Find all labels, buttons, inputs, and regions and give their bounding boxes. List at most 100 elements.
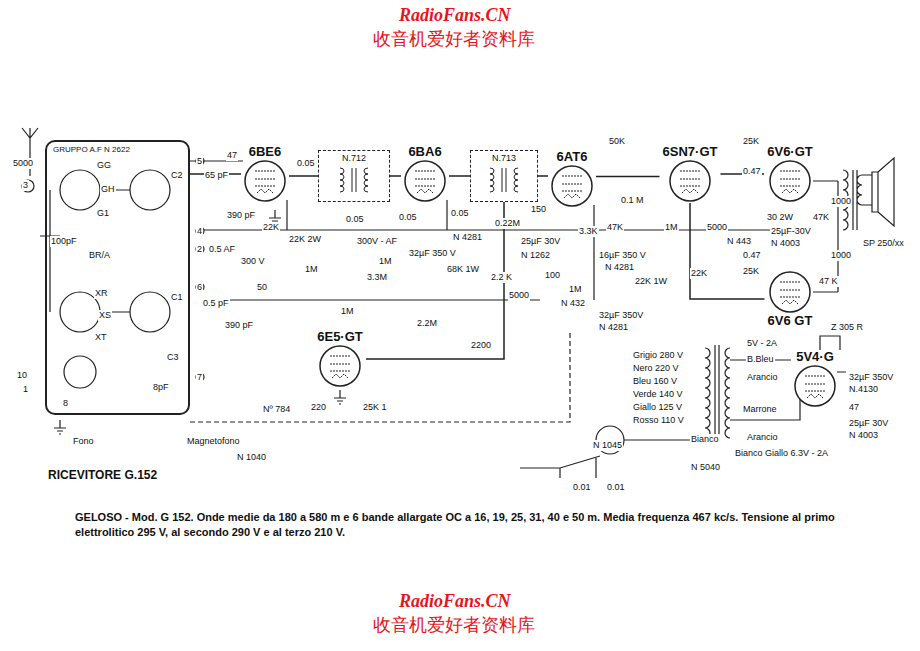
tube-envelope	[770, 272, 810, 312]
component-value: 8	[62, 398, 69, 409]
component-value: 1M	[378, 256, 393, 267]
tube-electrodes	[255, 171, 275, 193]
switch-wafer	[64, 356, 96, 388]
unit-label: N.712	[319, 151, 389, 166]
component-value: C3	[166, 352, 180, 363]
coil-wire	[40, 190, 130, 312]
unit-label: GRUPPO A.F N 2622	[47, 142, 188, 158]
tube-symbol	[318, 344, 362, 388]
component-value: 5V - 2A	[746, 338, 778, 349]
component-value: 0.1 M	[620, 195, 645, 206]
component-value: XT	[94, 332, 108, 343]
tube-type: 6SN7·GT	[660, 145, 721, 159]
component-value: 2	[196, 244, 203, 255]
tube-electrodes	[780, 171, 800, 193]
tube-electrodes	[330, 356, 350, 378]
component-value: Fono	[72, 436, 95, 447]
component-value: 3	[22, 180, 29, 191]
signal-wire	[538, 175, 548, 177]
tube-symbol	[793, 364, 837, 408]
vacuum-tube: 6V6·GT	[764, 145, 816, 203]
tube-envelope	[795, 366, 835, 406]
mains-lead	[520, 440, 700, 478]
component-value: 1000	[830, 196, 852, 207]
tube-symbol	[403, 159, 447, 203]
coil	[490, 168, 518, 192]
component-value: 2.2 K	[490, 272, 513, 283]
component-value: 7	[196, 372, 203, 383]
watermark: RadioFans.CN	[398, 590, 512, 612]
component-value: BR/A	[88, 250, 111, 261]
component-value: GG	[96, 160, 112, 171]
component-value: SP 250/xx	[862, 238, 905, 249]
component-value: 32µF 350V	[598, 310, 644, 321]
diagram-title: RICEVITORE G.152	[48, 468, 157, 482]
tube-electrodes	[780, 282, 800, 304]
tube-symbol	[768, 270, 812, 314]
component-value: N 432	[560, 298, 586, 309]
if-coils	[476, 166, 532, 194]
component-value: 300V - AF	[356, 236, 398, 247]
tube-envelope	[245, 161, 285, 201]
component-value: 30 2W	[766, 212, 794, 223]
tube-electrodes	[680, 171, 700, 193]
component-value: 16µF 350 V	[598, 250, 647, 261]
component-value: Rosso 110 V	[632, 415, 685, 426]
switch-wafer	[60, 170, 100, 210]
switch-wafer	[130, 170, 170, 210]
tube-envelope	[770, 161, 810, 201]
tube-symbol	[768, 159, 812, 203]
component-value: 5	[196, 156, 203, 167]
if-transformer-box: N.712	[318, 150, 390, 202]
component-value: 0.5 pF	[202, 298, 230, 309]
component-value: C2	[170, 170, 184, 181]
component-value: Bianco	[690, 434, 720, 445]
component-value: N 1045	[592, 440, 623, 451]
component-value: N 4281	[604, 262, 635, 273]
component-value: 0.05	[296, 158, 316, 169]
tube-type: 5V4·G	[791, 350, 839, 364]
tube-envelope	[320, 346, 360, 386]
tube-symbol	[668, 159, 712, 203]
component-value: 300 V	[240, 256, 266, 267]
component-value: 1M	[568, 284, 583, 295]
component-value: 25K	[742, 266, 760, 277]
watermark: 收音机爱好者资料库	[372, 614, 536, 636]
component-value: 0.47	[742, 250, 762, 261]
component-value: XS	[98, 310, 112, 321]
tube-type: 6AT6	[548, 150, 596, 164]
if-transformer-box: N.713	[470, 150, 538, 202]
component-value: 22K	[262, 222, 280, 233]
component-value: 390 pF	[224, 320, 254, 331]
component-value: 50K	[608, 136, 626, 147]
tube-electrodes	[562, 176, 582, 198]
component-value: 8pF	[152, 382, 170, 393]
component-value: 0.05	[398, 212, 418, 223]
tube-envelope	[405, 161, 445, 201]
component-value: 0.47	[742, 166, 762, 177]
component-value: 65 pF	[204, 170, 229, 181]
component-value: 1	[22, 384, 29, 395]
component-value: 4	[196, 226, 203, 237]
component-value: Verde 140 V	[632, 389, 684, 400]
component-value: GH	[100, 184, 116, 195]
coil	[340, 168, 368, 192]
component-value: 25µF 30V	[848, 418, 889, 429]
component-value: 1000	[830, 250, 852, 261]
component-value: N 1040	[236, 452, 267, 463]
shielded-lead	[190, 330, 570, 422]
component-value: Giallo 125 V	[632, 402, 683, 413]
component-value: 50	[256, 282, 268, 293]
tube-type: 6E5·GT	[314, 330, 366, 344]
rf-unit-box: GRUPPO A.F N 2622	[45, 140, 190, 415]
signal-wire	[289, 175, 318, 177]
diagram-caption: GELOSO - Mod. G 152. Onde medie da 180 a…	[75, 510, 875, 540]
watermark: RadioFans.CN	[398, 4, 512, 26]
watermark: 收音机爱好者资料库	[372, 28, 536, 50]
component-value: 100pF	[50, 236, 78, 247]
component-value: 2.2M	[416, 318, 438, 329]
component-value: N 4003	[770, 238, 801, 249]
component-value: 47 K	[818, 276, 839, 287]
component-value: 1M	[304, 264, 319, 275]
